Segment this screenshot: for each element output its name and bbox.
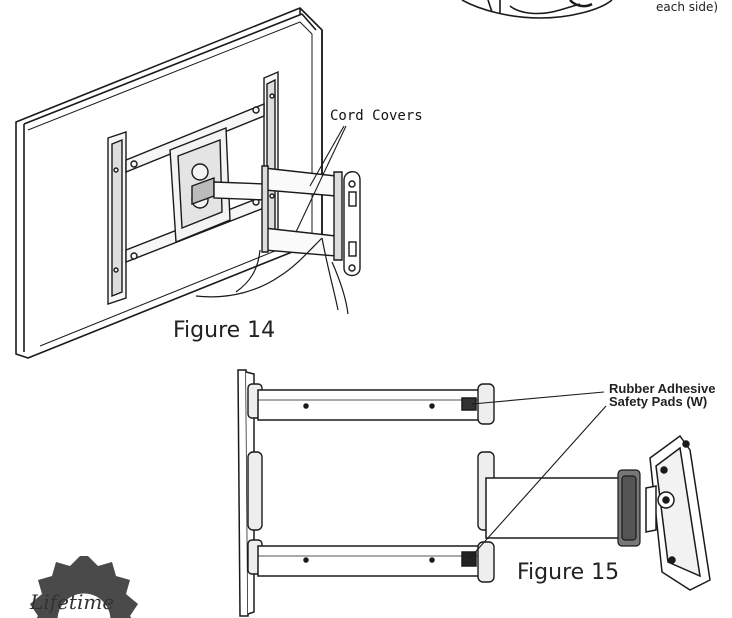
rubber-pads-label-line2: Safety Pads (W) xyxy=(609,394,708,409)
tilt-bracket-fig15 xyxy=(645,434,711,591)
inset-magnifier xyxy=(461,0,613,19)
upper-arm xyxy=(257,389,485,421)
lower-arm xyxy=(257,545,485,577)
rubber-pads-label-line1: Rubber Adhesive xyxy=(609,381,716,396)
forearm xyxy=(485,477,627,539)
lifetime-badge-text: Lifetime xyxy=(30,590,115,614)
cord-covers-leaders xyxy=(295,125,347,233)
swivel-joint xyxy=(617,469,641,547)
articulating-arm-fig14 xyxy=(213,165,361,277)
cables xyxy=(195,237,349,315)
cord-covers-label: Cord Covers xyxy=(330,108,423,124)
rubber-pads-leaders xyxy=(469,391,607,559)
figure-14-caption: Figure 14 xyxy=(173,318,276,343)
rubber-pads-label: Rubber Adhesive Safety Pads (W) xyxy=(609,382,715,408)
inset-note: each side) xyxy=(656,0,719,14)
figure-15-caption: Figure 15 xyxy=(517,560,620,585)
tilt-head xyxy=(169,126,231,244)
lifetime-badge xyxy=(30,556,138,618)
